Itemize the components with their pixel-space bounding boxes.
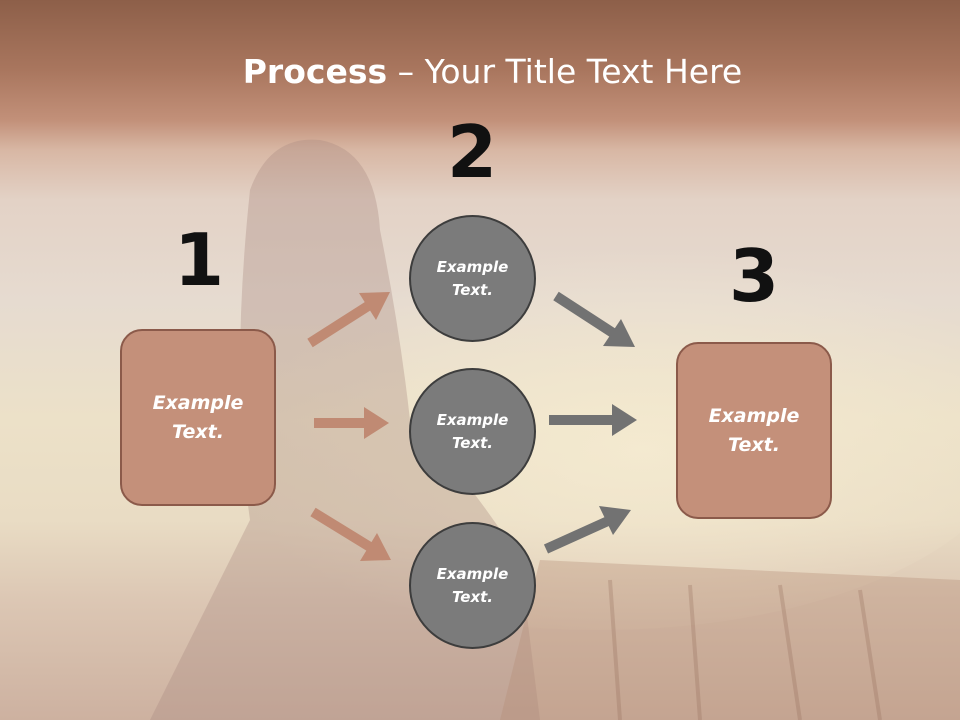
arrow-middle-to-step3 <box>549 404 637 436</box>
step-1-box[interactable]: Example Text. <box>120 329 276 506</box>
arrow-step1-to-bottom <box>310 507 391 561</box>
step-3-text: Example Text. <box>708 404 800 456</box>
step-1-text: Example Text. <box>152 391 244 443</box>
step-3-box[interactable]: Example Text. <box>676 342 832 519</box>
title-bold: Process <box>242 52 388 91</box>
title-rest: – Your Title Text Here <box>387 52 743 91</box>
step-2-text-bottom: Example Text. <box>436 564 509 606</box>
step-2-text-middle: Example Text. <box>436 410 509 452</box>
step-3-number: 3 <box>728 234 780 318</box>
step-2-number: 2 <box>446 110 498 194</box>
step-2-circle-top[interactable]: Example Text. <box>409 215 536 342</box>
step-2-circle-middle[interactable]: Example Text. <box>409 368 536 495</box>
arrow-top-to-step3 <box>553 291 635 347</box>
arrow-bottom-to-step3 <box>543 506 631 554</box>
step-1-number: 1 <box>173 218 225 302</box>
arrow-step1-to-top <box>307 292 390 348</box>
step-2-circle-bottom[interactable]: Example Text. <box>409 522 536 649</box>
step-2-text-top: Example Text. <box>436 257 509 299</box>
arrow-step1-to-middle <box>314 407 389 439</box>
slide-title: Process – Your Title Text Here <box>0 52 960 91</box>
